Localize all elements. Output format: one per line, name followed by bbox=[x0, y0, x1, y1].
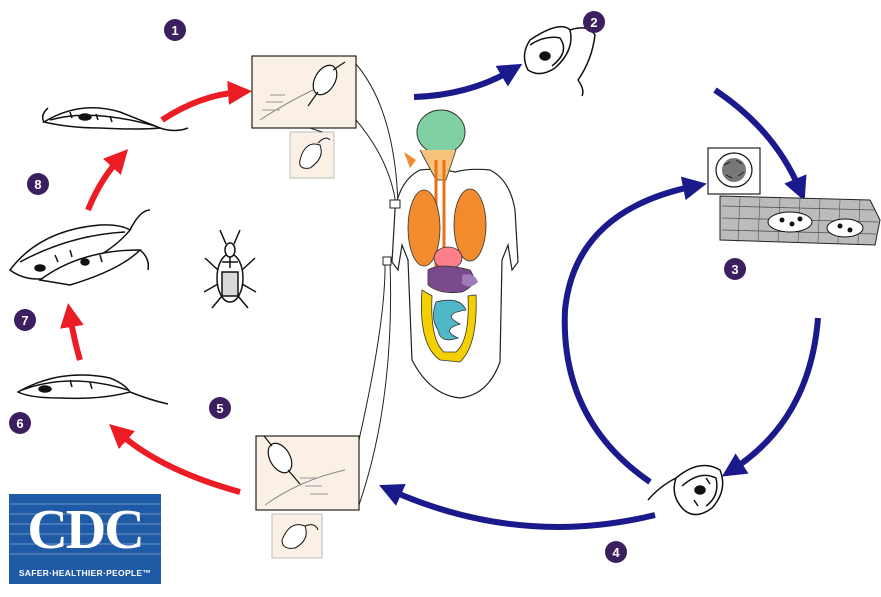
step-badge-4: 4 bbox=[605, 541, 627, 563]
human-body bbox=[383, 110, 518, 398]
step-badge-2: 2 bbox=[583, 11, 605, 33]
arrow-step4-to-bite bbox=[390, 490, 655, 527]
arrow-step4-to-cell bbox=[565, 186, 695, 482]
step-badge-5: 5 bbox=[209, 397, 231, 419]
arrow-step3-to-step4 bbox=[732, 318, 818, 470]
step-badge-7: 7 bbox=[14, 309, 36, 331]
cdc-logo: CDC SAFER·HEALTHIER·PEOPLE™ bbox=[9, 494, 161, 584]
step-badge-6: 6 bbox=[9, 412, 31, 434]
trypomastigote-step2 bbox=[524, 27, 595, 96]
triatomine-bug bbox=[204, 230, 256, 308]
bite-inset-bottom bbox=[256, 436, 359, 558]
step-badge-8: 8 bbox=[27, 173, 49, 195]
arrow-step7-to-step8 bbox=[70, 315, 80, 360]
connector-lines bbox=[356, 64, 398, 505]
cdc-logo-tagline: SAFER·HEALTHIER·PEOPLE™ bbox=[9, 568, 161, 578]
trypomastigote-step4 bbox=[648, 466, 723, 515]
epimastigotes-step8 bbox=[10, 210, 150, 285]
bite-inset-top bbox=[252, 56, 356, 178]
arrow-body-to-step2 bbox=[414, 70, 512, 97]
step-badge-3: 3 bbox=[724, 258, 746, 280]
cdc-logo-text: CDC bbox=[9, 498, 161, 562]
arrow-step1-to-bite bbox=[162, 92, 240, 120]
muscle-tissue-step3 bbox=[708, 148, 880, 245]
step-badge-1: 1 bbox=[164, 19, 186, 41]
arrow-step8-to-step1 bbox=[88, 158, 120, 210]
arrow-step5-to-step6 bbox=[118, 432, 240, 492]
trypomastigote-step6 bbox=[18, 375, 168, 404]
